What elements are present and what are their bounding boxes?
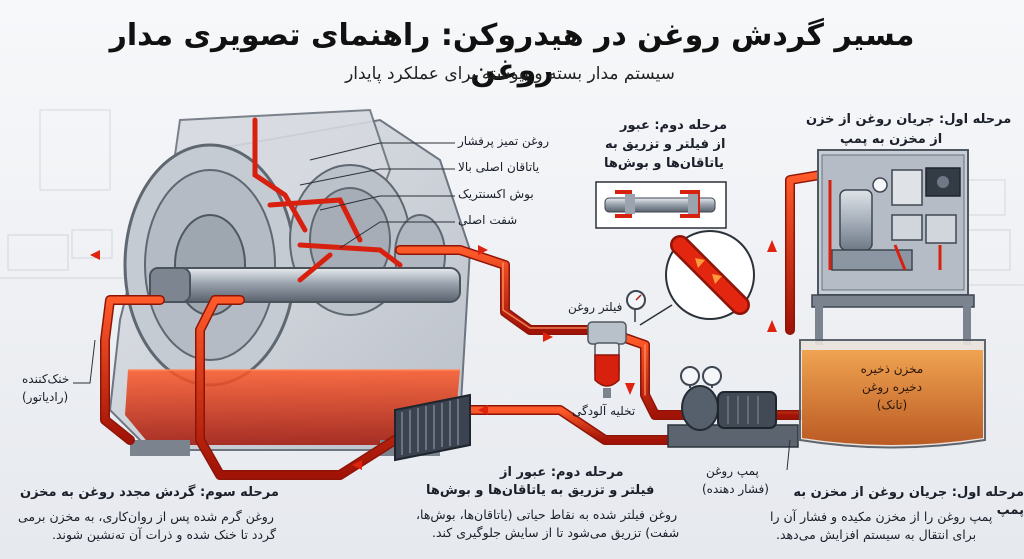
oil-tank-stand [799, 149, 986, 449]
label-cooler-sub: (رادیاتور) [22, 390, 69, 404]
caption-stage2-line2: شفت) تزریق می‌شود تا از سایش جلوگیری کند… [432, 525, 680, 540]
bearing-detail-inset [595, 181, 727, 229]
label-reservoir-1: مخزن ذخیره [860, 362, 924, 376]
oil-sump [125, 370, 460, 445]
label-oil-pump-sub: (فشار دهنده) [702, 482, 769, 496]
internal-oil-lines [252, 117, 403, 283]
oil-filter [587, 290, 646, 398]
page-subtitle: سیستم مدار بسته و پیوسته برای عملکرد پای… [345, 64, 675, 84]
label-reservoir-2: دخیره روغن [861, 380, 923, 394]
caption-stage3-line1: روغن گرم شده پس از روان‌کاری، به مخزن بر… [18, 509, 274, 524]
label-oil-pump: پمپ روغن [706, 464, 759, 478]
label-contaminant-drain: تخلیه آلودگی [572, 404, 636, 418]
flow-arrows [90, 240, 910, 470]
cooler-radiator [394, 393, 471, 462]
caption-stage2-line1: روغن فیلتر شده به نقاط حیاتی (یاتاقان‌ها… [416, 507, 678, 522]
label-clean-oil: روغن تمیز پرفشار [458, 134, 550, 148]
callout-stage2-line2: از فیلتر و تزریق به [605, 137, 726, 152]
oil-circuit [100, 170, 825, 480]
caption-stage3-line2: گردد تا خنک شده و ذرات آن ته‌نشین شوند. [52, 527, 276, 542]
label-upper-bearing: یاتاقان اصلی بالا [458, 160, 540, 174]
callout-stage2-line3: یاتاقان‌ها و بوش‌ها [604, 156, 724, 171]
tank-oil [802, 350, 983, 445]
caption-stage1-line2: برای انتقال به سیستم افزایش می‌دهد. [776, 527, 977, 542]
caption-stage3-heading: مرحله سوم: گردش مجدد روغن به مخزن [20, 485, 279, 500]
label-cooler: خنک‌کننده [22, 372, 70, 386]
label-main-shaft: شفت اصلی [458, 213, 518, 227]
leader-lines [73, 142, 791, 471]
callout-stage1-line1: مرحله اول: جریان روغن از خزن [806, 112, 1012, 127]
pipe-zoom-inset [639, 230, 755, 326]
label-oil-filter: فیلتر روغن [568, 300, 623, 314]
label-reservoir-3: (تانک) [876, 398, 908, 412]
label-eccentric-bushing: بوش اکسنتریک [458, 187, 534, 201]
caption-stage2-heading-2: فیلتر و تزریق به یاتاقان‌ها و بوش‌ها [426, 483, 655, 498]
caption-stage1-heading: مرحله اول: جریان روغن از مخزن به پمپ [793, 485, 1024, 518]
oil-pump [667, 366, 799, 448]
caption-stage1-line1: پمپ روغن را از مخزن مکیده و فشار آن را [770, 509, 993, 524]
callout-stage1-line2: از مخزن به پمپ [840, 132, 943, 147]
page-title: مسیر گردش روغن در هیدروکن: راهنمای تصویر… [109, 18, 915, 88]
callout-stage2-line1: مرحله دوم: عبور [620, 118, 728, 133]
caption-stage2-heading-1: مرحله دوم: عبور از [500, 465, 624, 480]
